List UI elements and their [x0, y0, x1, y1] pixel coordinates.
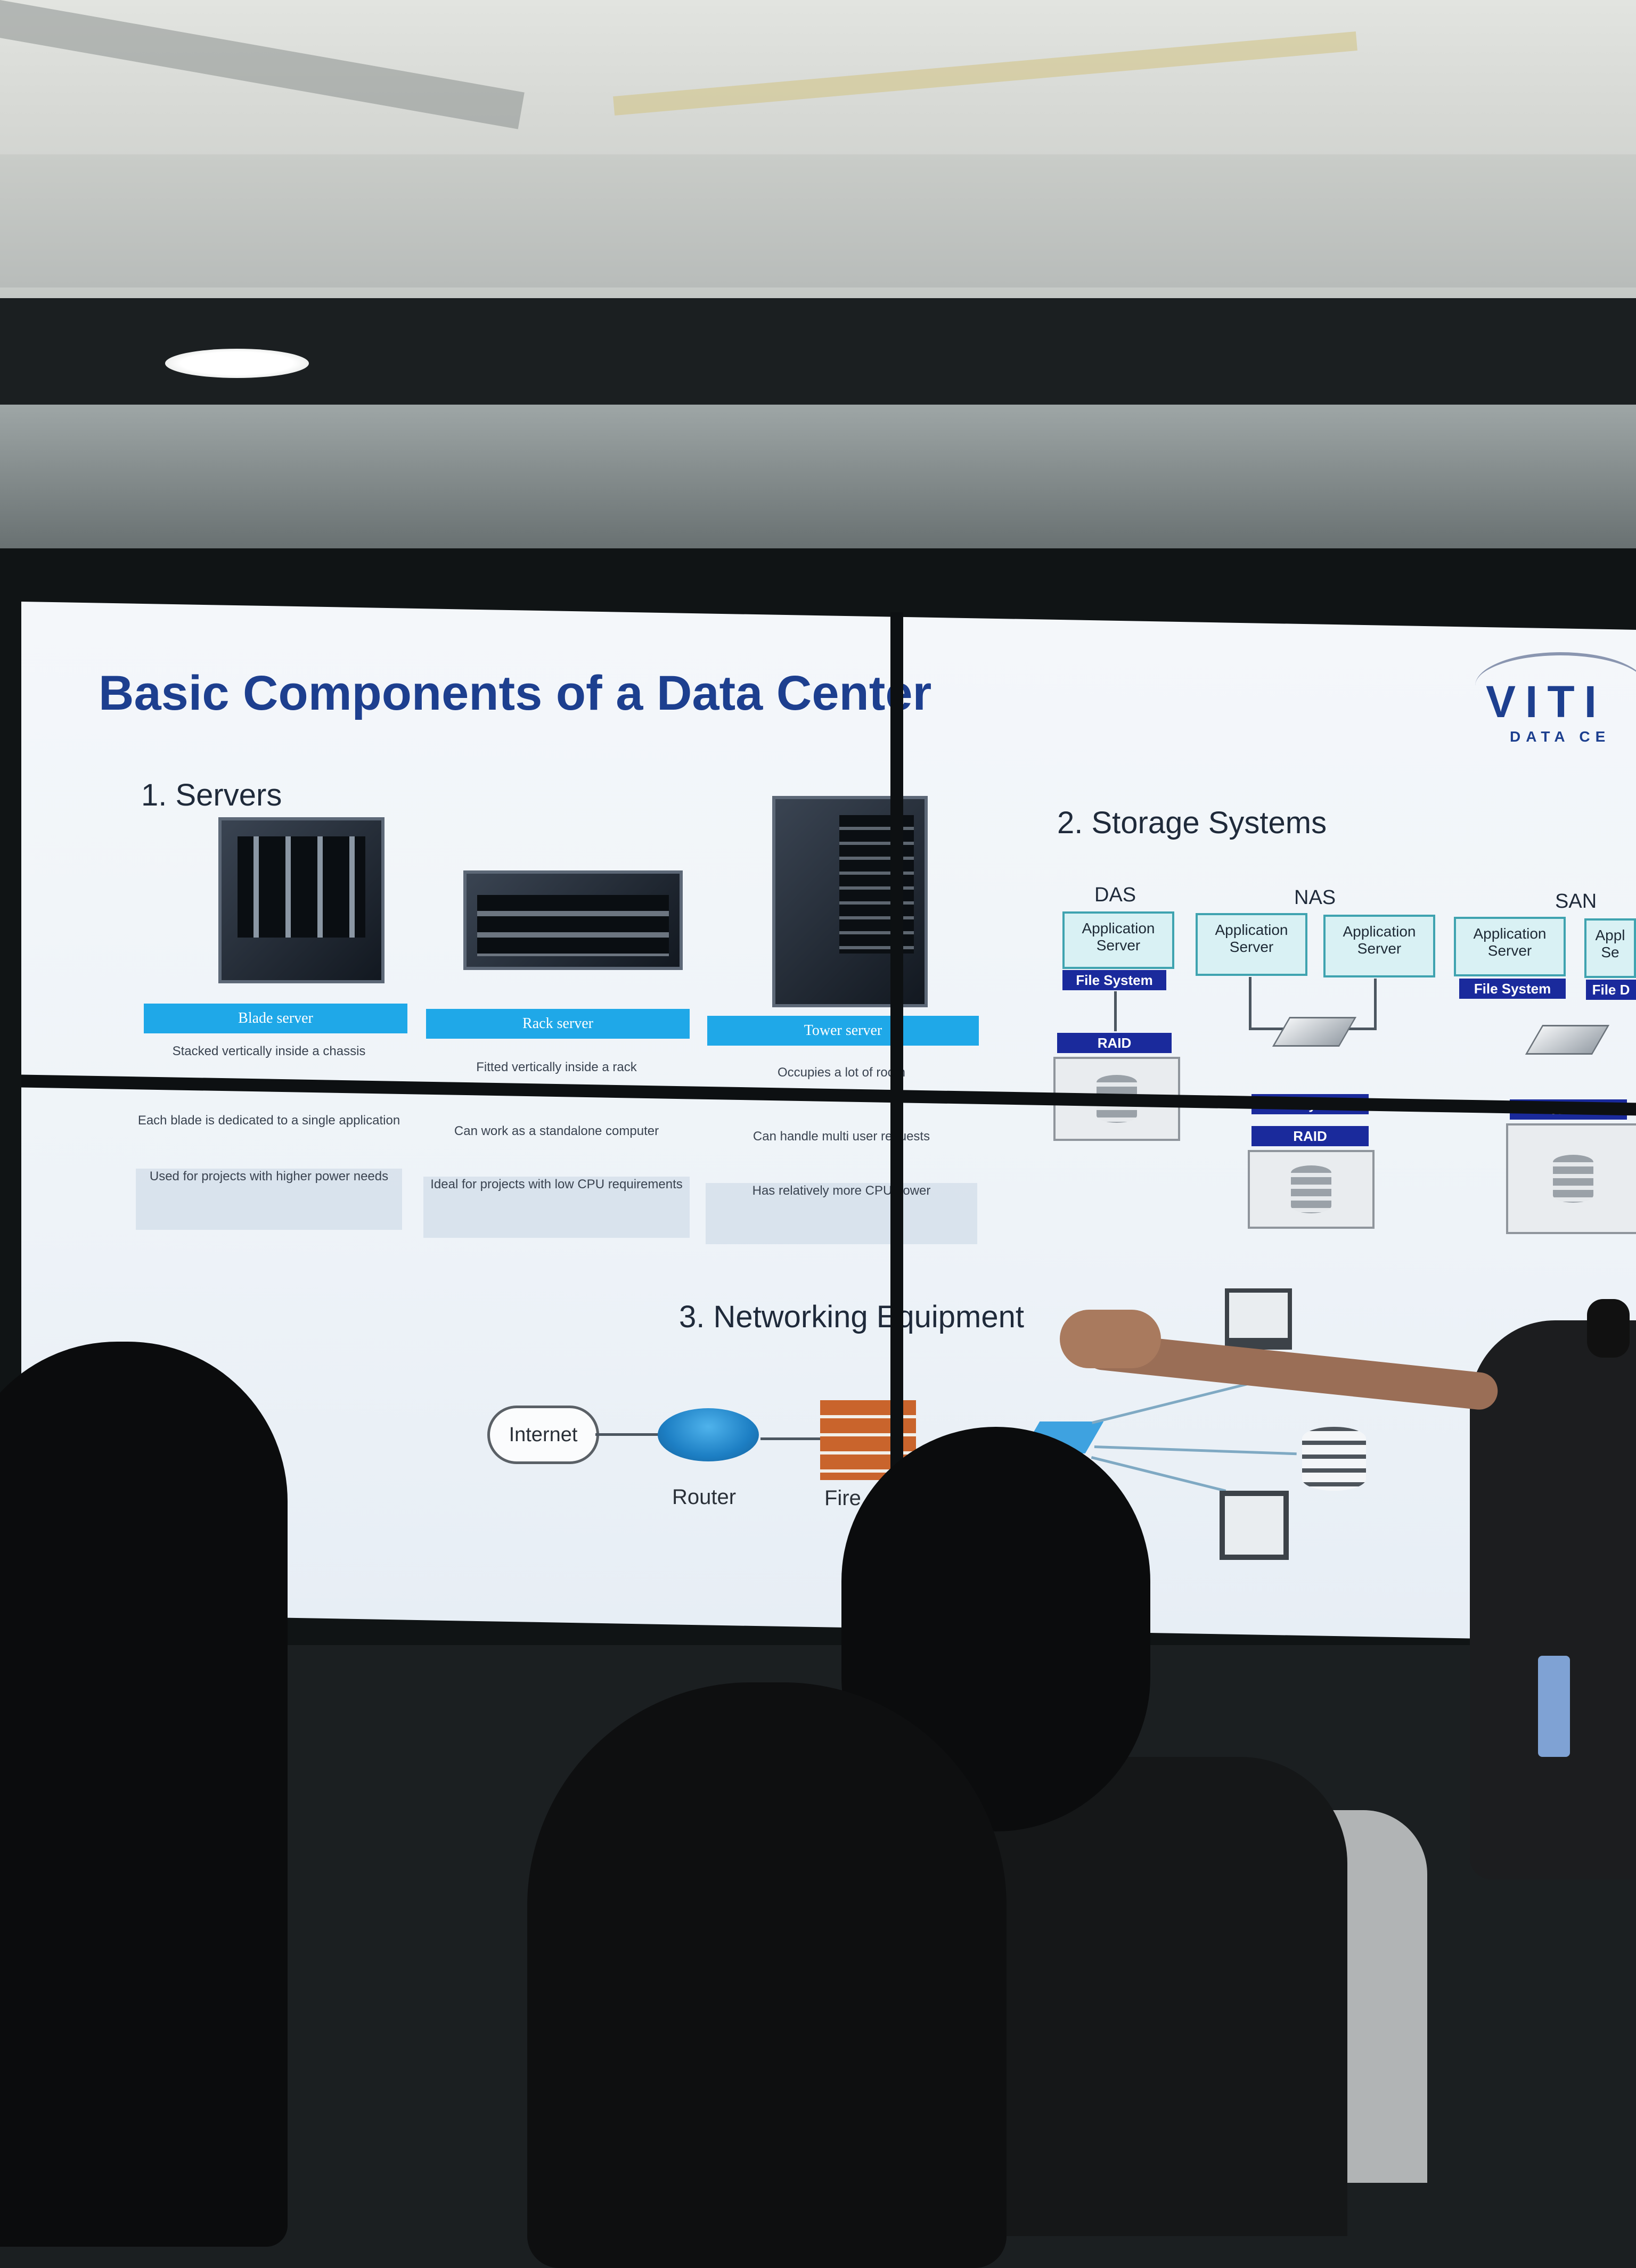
router-label: Router — [672, 1485, 737, 1509]
microphone — [1587, 1299, 1630, 1358]
logo-text: VITI — [1486, 677, 1607, 727]
section-servers: 1. Servers — [141, 778, 282, 812]
blade-server-desc-2: Each blade is dedicated to a single appl… — [137, 1113, 400, 1128]
logo-subtext: DATA CE — [1510, 728, 1611, 745]
network-link — [595, 1433, 659, 1436]
internet-cloud-icon: Internet — [487, 1406, 599, 1464]
tower-server-desc-3: Has relatively more CPU power — [706, 1183, 977, 1244]
audience-head — [0, 1342, 288, 2247]
tower-server-desc-1: Occupies a lot of room — [777, 1065, 906, 1080]
nas-connector — [1374, 979, 1377, 1029]
tower-server-label: Tower server — [707, 1016, 979, 1046]
laptop-icon — [1225, 1288, 1292, 1350]
rack-server-label: Rack server — [426, 1009, 690, 1039]
logo-arc — [1475, 652, 1636, 719]
slide-title: Basic Components of a Data Center — [99, 666, 932, 720]
lanyard-badge — [1538, 1656, 1570, 1757]
san-heading: SAN — [1555, 890, 1597, 913]
san-disk-box — [1506, 1123, 1636, 1234]
san-file-system: File System — [1459, 979, 1566, 999]
rack-server-desc-2: Can work as a standalone computer — [454, 1124, 659, 1138]
presenter-silhouette — [1470, 1320, 1636, 1879]
das-file-system: File System — [1062, 970, 1166, 990]
rack-server-image — [463, 870, 683, 970]
blade-server-desc-1: Stacked vertically inside a chassis — [172, 1044, 366, 1058]
san-app-server-2: Appl Se — [1584, 918, 1636, 978]
network-link — [760, 1437, 822, 1440]
nas-app-server-1: Application Server — [1196, 913, 1307, 976]
ceiling-downlight — [165, 349, 309, 378]
desktop-computer-icon — [1220, 1491, 1289, 1560]
blade-server-label: Blade server — [144, 1004, 407, 1033]
nas-app-server-2: Application Server — [1323, 915, 1435, 977]
blade-server-image — [218, 817, 385, 983]
tower-server-image — [772, 796, 928, 1007]
tower-server-desc-2: Can handle multi user requests — [752, 1129, 930, 1144]
router-icon — [658, 1408, 759, 1461]
das-app-server: Application Server — [1062, 911, 1174, 969]
nas-raid: RAID — [1251, 1126, 1369, 1146]
video-wall-bezel-vertical — [890, 612, 903, 1624]
san-app-server-1: Application Server — [1454, 917, 1566, 976]
san-file-system-2: File D — [1586, 980, 1636, 1000]
san-disk-icon — [1553, 1155, 1593, 1203]
rack-server-desc-3: Ideal for projects with low CPU requirem… — [423, 1177, 690, 1238]
section-storage: 2. Storage Systems — [1057, 806, 1327, 840]
database-icon — [1302, 1427, 1366, 1491]
nas-disk-icon — [1291, 1165, 1331, 1213]
audience-head — [527, 1682, 1007, 2268]
das-heading: DAS — [1094, 884, 1136, 906]
nas-connector — [1249, 977, 1251, 1028]
ceiling-beam — [0, 154, 1636, 287]
section-networking: 3. Networking Equipment — [679, 1300, 1024, 1334]
nas-disk-box — [1248, 1150, 1375, 1229]
das-raid: RAID — [1057, 1033, 1172, 1053]
das-connector — [1114, 991, 1117, 1031]
back-wall — [0, 405, 1636, 575]
rack-server-desc-1: Fitted vertically inside a rack — [476, 1060, 637, 1074]
blade-server-desc-3: Used for projects with higher power need… — [136, 1169, 402, 1230]
nas-heading: NAS — [1294, 886, 1336, 909]
presenter-hand — [1060, 1310, 1161, 1368]
firewall-label: Fire — [824, 1486, 861, 1510]
